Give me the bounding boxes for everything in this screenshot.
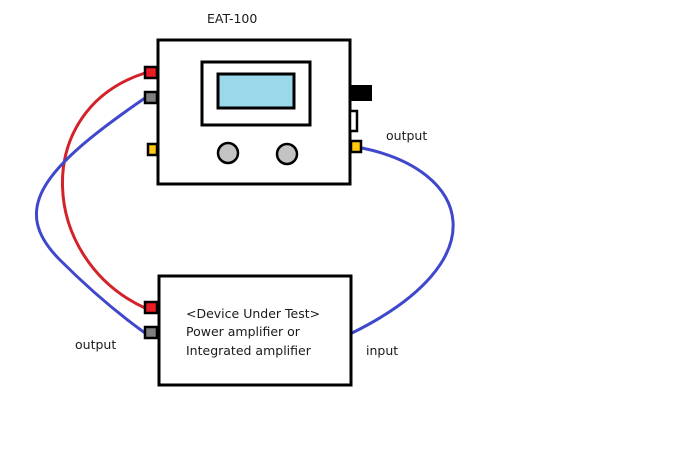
power-connector	[351, 85, 372, 101]
blue-wire-left	[34, 96, 146, 335]
dut-line1: <Device Under Test>	[186, 306, 320, 321]
dut-input-label: input	[366, 343, 398, 358]
eat-100-device	[143, 38, 372, 186]
display-screen	[216, 72, 296, 110]
red-wire	[61, 71, 146, 310]
dut-line2: Power amplifier or	[186, 324, 301, 339]
red-input-terminal	[143, 65, 159, 80]
blue-wire-right	[351, 146, 455, 335]
device-title: EAT-100	[207, 11, 257, 26]
switch	[348, 109, 359, 133]
eat-output-label: output	[386, 128, 427, 143]
device-under-test	[143, 274, 353, 387]
dut-body	[157, 274, 353, 387]
knob-right	[275, 142, 299, 166]
knob-left	[216, 141, 240, 165]
gray-input-terminal	[143, 90, 159, 105]
dut-red-terminal	[143, 300, 159, 315]
dut-gray-terminal	[143, 325, 159, 340]
yellow-output-terminal	[349, 139, 363, 154]
dut-output-label: output	[75, 337, 116, 352]
yellow-terminal-left	[146, 142, 159, 157]
dut-line3: Integrated amplifier	[186, 343, 312, 358]
